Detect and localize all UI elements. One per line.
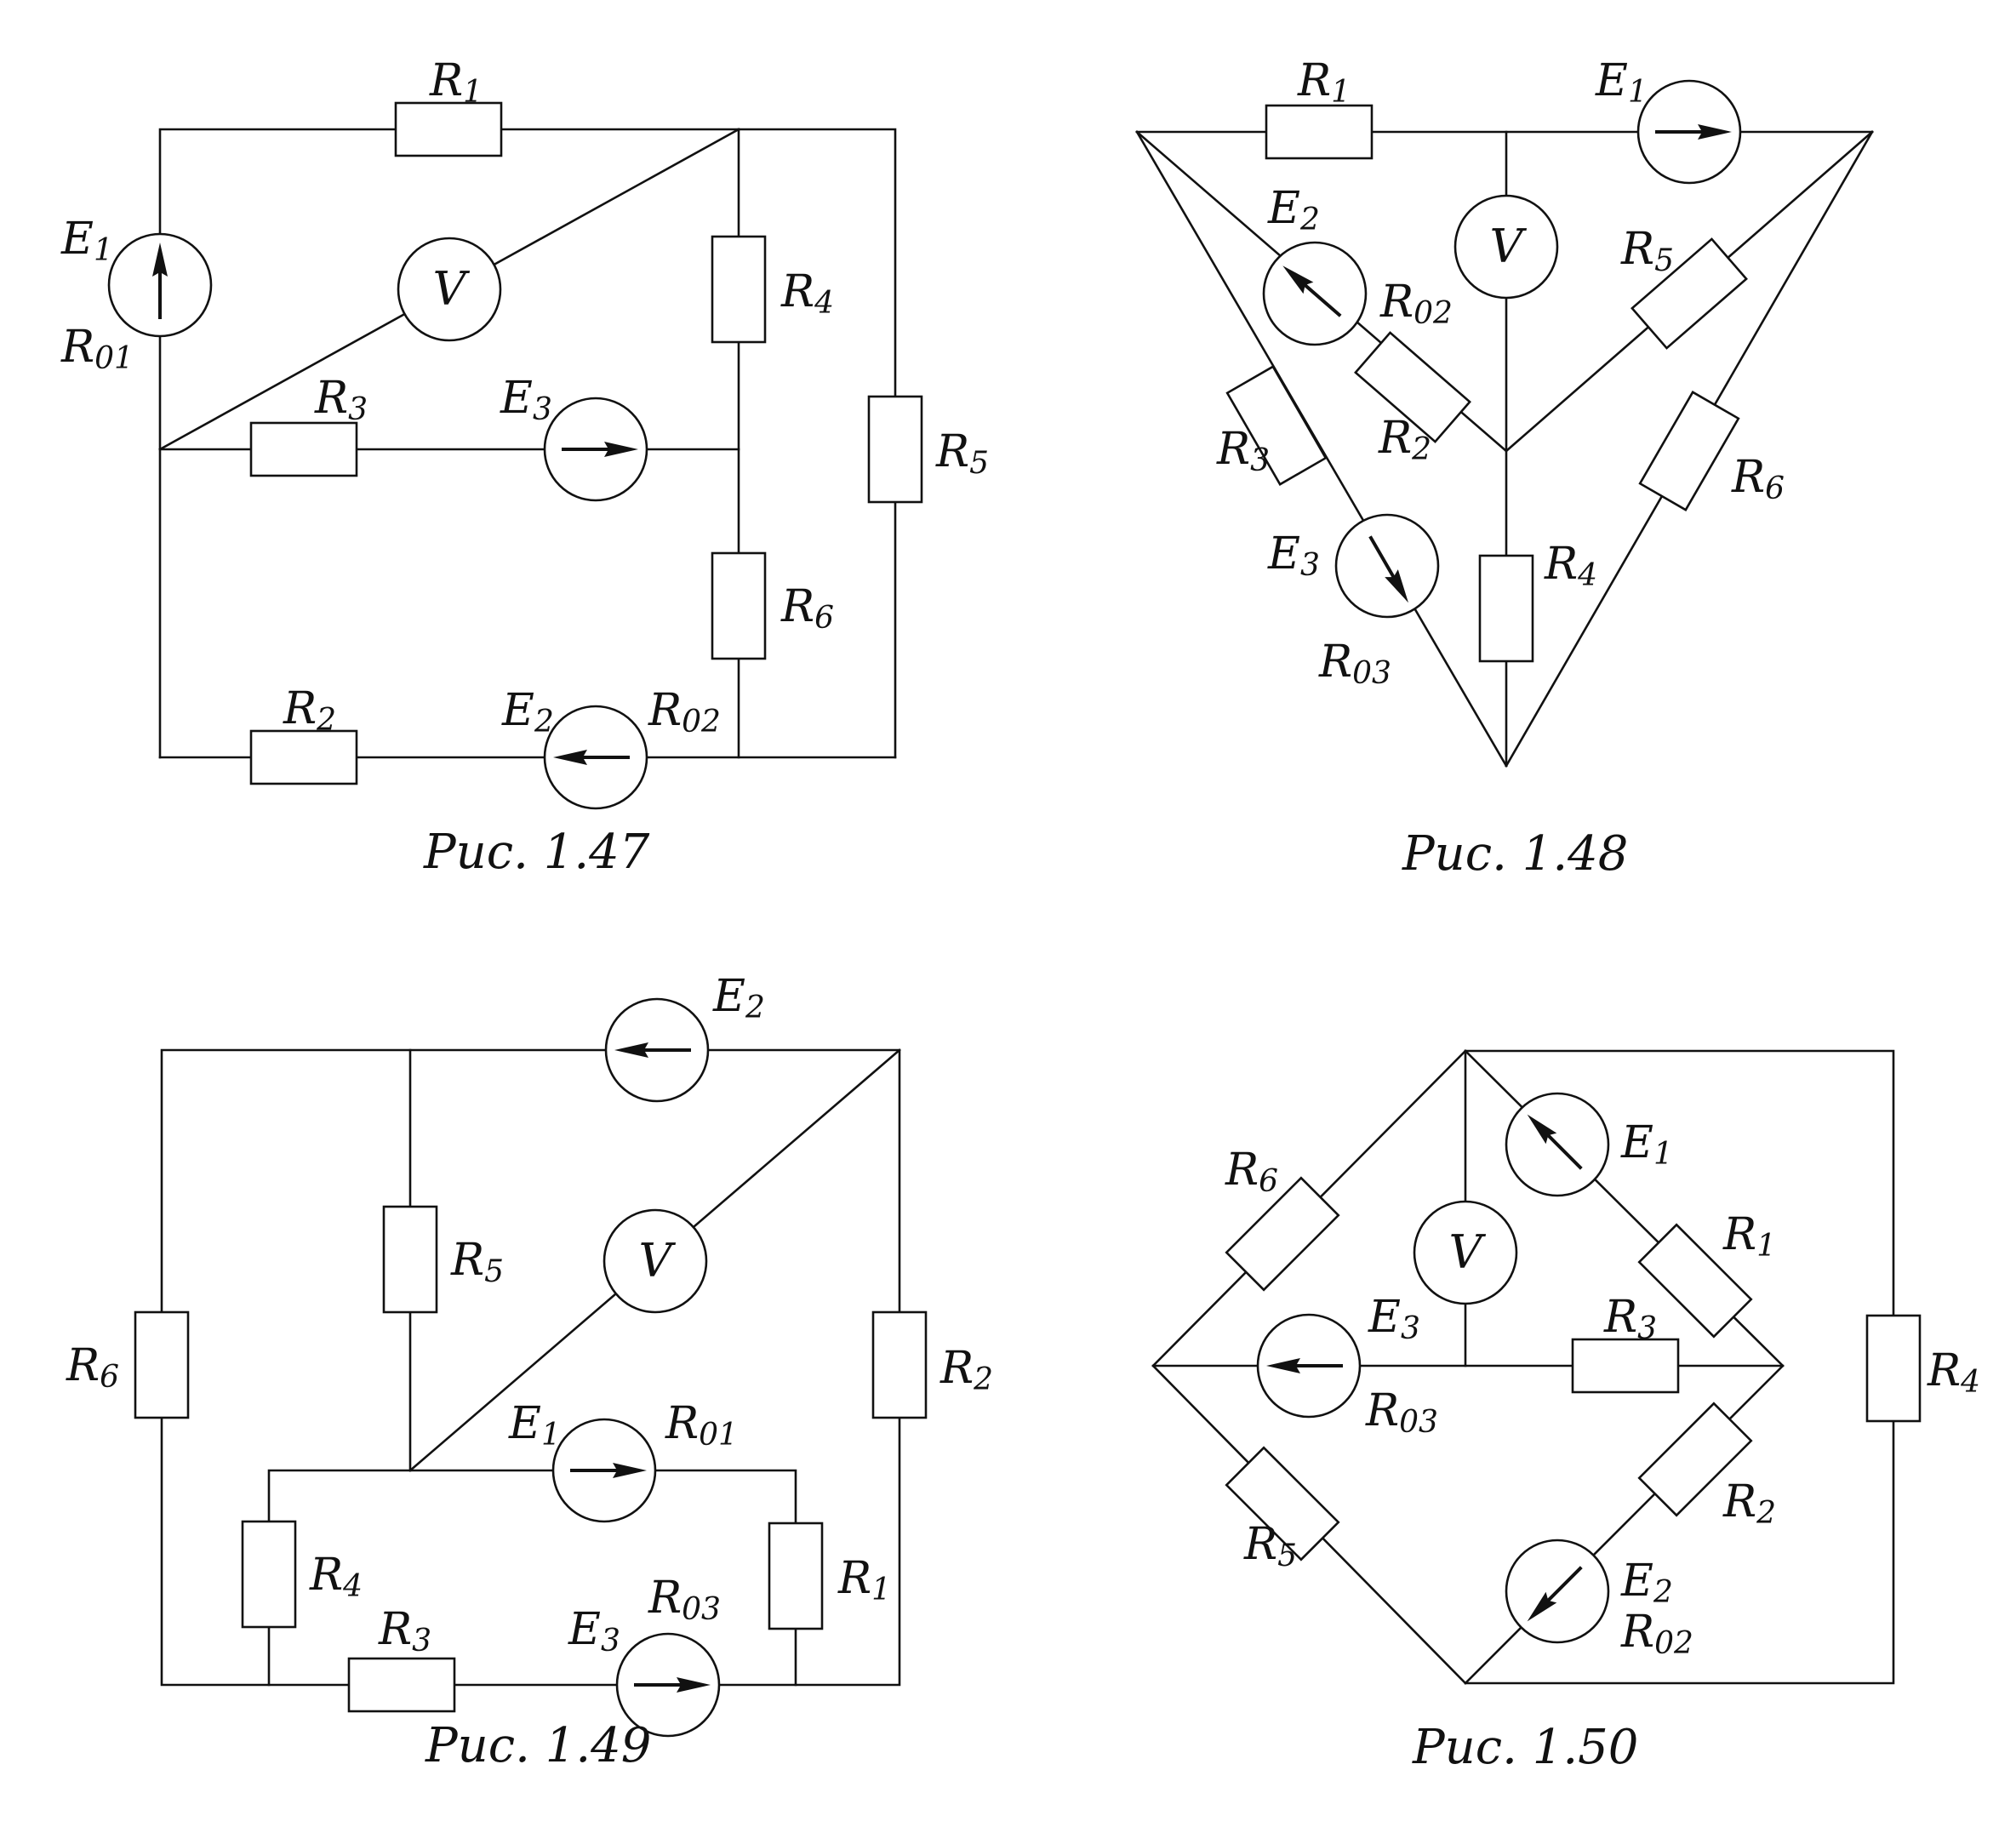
source-e2	[1262, 241, 1368, 346]
caption-1-47: Рис. 1.47	[423, 825, 650, 880]
resistor-r1	[768, 1522, 824, 1630]
resistor-r4	[711, 235, 767, 344]
label-r5: R5	[450, 1235, 504, 1289]
resistor-r3	[249, 421, 358, 477]
resistor-r2	[249, 729, 358, 785]
label-e1: E1	[508, 1398, 561, 1453]
label-r01: R01	[665, 1398, 738, 1453]
label-e3: E3	[1368, 1292, 1420, 1346]
source-e3	[543, 397, 648, 502]
resistor-r6	[711, 551, 767, 660]
label-e1: E1	[60, 214, 113, 268]
label-e2: E2	[1267, 183, 1320, 237]
voltmeter-label: V	[639, 1234, 677, 1287]
source-e1	[107, 232, 213, 338]
label-r4: R4	[1544, 539, 1597, 593]
label-r6: R6	[1731, 452, 1785, 506]
resistor-r4	[241, 1520, 297, 1629]
label-r3: R3	[1216, 424, 1270, 478]
label-r6: R6	[780, 581, 834, 636]
source-e3	[1256, 1313, 1362, 1419]
label-r02: R02	[648, 685, 721, 739]
label-r3: R3	[1603, 1292, 1657, 1346]
label-r2: R2	[939, 1343, 993, 1397]
caption-1-48: Рис. 1.48	[1402, 826, 1628, 882]
resistor-r3	[347, 1657, 456, 1713]
label-r02: R02	[1620, 1607, 1693, 1661]
label-r1: R1	[837, 1553, 891, 1607]
label-r03: R03	[1318, 637, 1391, 691]
resistor-r5	[382, 1205, 438, 1314]
label-r4: R4	[1927, 1345, 1980, 1400]
resistor-r3	[1571, 1338, 1680, 1394]
voltmeter-label: V	[1490, 220, 1528, 273]
source-e3	[1334, 513, 1440, 619]
label-e2: E2	[501, 685, 554, 739]
voltmeter: V	[397, 237, 502, 342]
voltmeter: V	[1453, 194, 1559, 300]
label-r4: R4	[309, 1550, 363, 1604]
source-e2	[1505, 1539, 1610, 1644]
label-e3: E3	[1267, 528, 1320, 583]
resistor-r4	[1478, 554, 1534, 663]
voltmeter-label: V	[433, 262, 471, 316]
caption-1-50: Рис. 1.50	[1412, 1720, 1638, 1775]
label-r6: R6	[66, 1340, 119, 1395]
label-r5: R5	[1620, 224, 1674, 278]
source-e2	[543, 705, 648, 810]
label-e1: E1	[1595, 55, 1648, 110]
label-r2: R2	[1378, 413, 1431, 467]
resistor-r1	[394, 101, 503, 157]
resistor-r5	[867, 395, 923, 504]
label-r2: R2	[1722, 1476, 1776, 1531]
voltmeter-label: V	[1449, 1225, 1487, 1279]
voltmeter: V	[603, 1208, 708, 1314]
source-e2	[604, 997, 710, 1103]
label-r2: R2	[283, 683, 336, 738]
label-r1: R1	[1722, 1209, 1776, 1264]
label-r02: R02	[1379, 277, 1453, 331]
label-r1: R1	[429, 55, 483, 110]
resistor-r2	[1354, 331, 1471, 443]
source-e1	[1505, 1092, 1610, 1197]
label-r5: R5	[1243, 1519, 1297, 1573]
label-r03: R03	[1365, 1385, 1438, 1440]
label-e3: E3	[568, 1604, 620, 1659]
resistor-r4	[1865, 1314, 1922, 1423]
resistor-r2	[871, 1310, 928, 1419]
source-e3	[615, 1632, 721, 1738]
resistor-r1	[1265, 104, 1374, 160]
label-r01: R01	[60, 322, 134, 376]
label-e1: E1	[1620, 1117, 1673, 1172]
label-r6: R6	[1225, 1145, 1278, 1199]
resistor-r6	[134, 1310, 190, 1419]
figure-1-50: V R1 R2 R3 R4 R5 R6 E1 E2 R02 E3 R03 Рис…	[1151, 1049, 1980, 1775]
source-e1	[1636, 79, 1742, 185]
source-e1	[551, 1418, 657, 1523]
label-r3: R3	[314, 373, 368, 427]
label-e2: E2	[1620, 1556, 1673, 1610]
label-r03: R03	[648, 1573, 721, 1627]
figure-1-49: V R1 R2 R3 R4 R5 R6 E1 R01 E2 E3 R03 Рис…	[66, 971, 993, 1773]
label-e3: E3	[500, 373, 552, 427]
resistor-r6	[1638, 391, 1740, 511]
label-r5: R5	[935, 426, 989, 481]
label-r4: R4	[780, 266, 834, 321]
figure-1-48: V R1 R2 R3 R4 R5 R6 E1 E2 R02 E3 R03 Рис…	[1135, 55, 1874, 882]
label-r3: R3	[378, 1604, 431, 1659]
label-r1: R1	[1297, 55, 1351, 110]
figure-1-47: V R1 R2 R3 R4 R5 R6 E1 R01 E2 R02 E3 Рис…	[60, 55, 989, 880]
label-e2: E2	[712, 971, 765, 1025]
voltmeter: V	[1413, 1200, 1518, 1305]
caption-1-49: Рис. 1.49	[425, 1718, 651, 1773]
